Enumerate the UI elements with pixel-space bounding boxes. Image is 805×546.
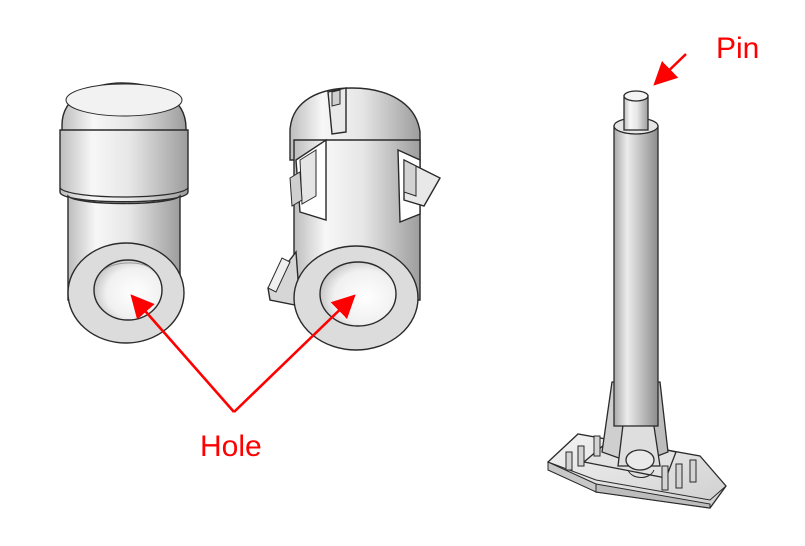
hole-arrow-right [233,294,356,413]
hole-arrow-left [130,294,235,413]
annotation-arrows [130,53,687,413]
base-posts [565,429,697,491]
pin-arrow [653,53,687,86]
pin-label: Pin [716,32,760,65]
plain-sleeve-part [59,82,189,344]
pin-on-base-part [546,90,727,509]
clip-sleeve-part [267,87,441,351]
hole-label: Hole [200,430,262,463]
